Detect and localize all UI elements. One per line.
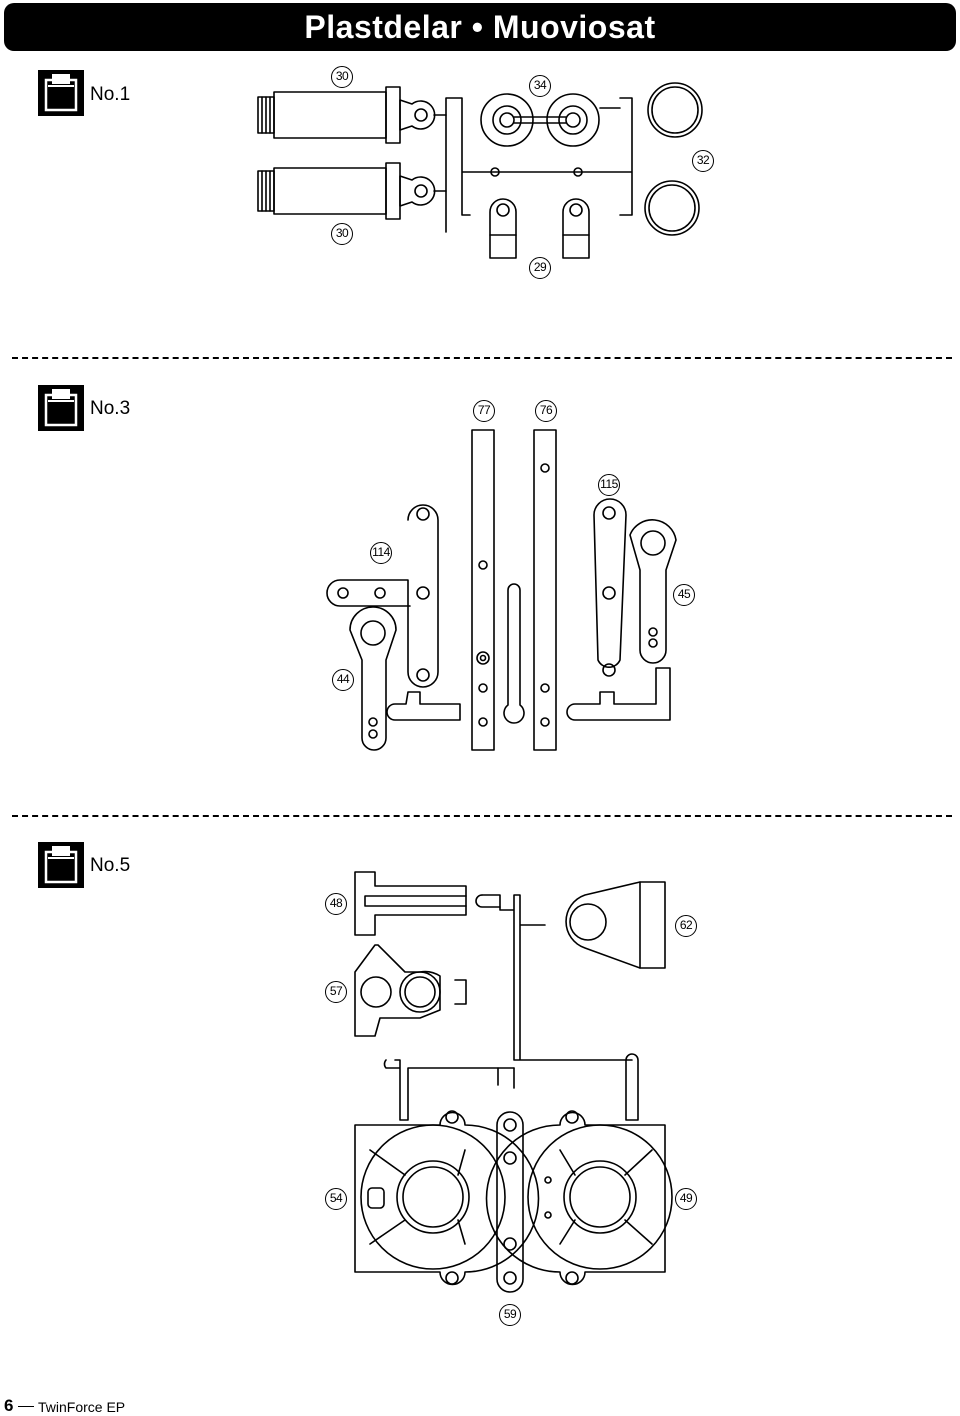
part-number-48: 48	[325, 893, 347, 915]
motor-mount-49	[485, 1110, 673, 1286]
part-number-77: 77	[473, 400, 495, 422]
arm-44	[349, 606, 397, 751]
part-number-54: 54	[325, 1188, 347, 1210]
part-59	[496, 1111, 524, 1293]
sprue-no5	[383, 894, 639, 1121]
part-number-57: 57	[325, 981, 347, 1003]
parts-bag-icon	[38, 70, 84, 116]
shock-body-bottom	[257, 162, 447, 220]
part-number-115: 115	[598, 474, 620, 496]
part-number-44: 44	[332, 669, 354, 691]
bag-label-5: No.5	[90, 855, 131, 876]
part-number-45: 45	[673, 584, 695, 606]
sprue-no1	[445, 97, 633, 233]
title-bar: Plastdelar • Muoviosat	[4, 3, 956, 51]
shock-cap-pair	[480, 93, 600, 147]
part-number-49: 49	[675, 1188, 697, 1210]
page-number: 6	[4, 1396, 14, 1415]
part-number-32: 32	[692, 150, 714, 172]
arm-115	[593, 498, 627, 677]
part-57	[354, 944, 467, 1037]
ball-ends	[489, 198, 590, 259]
section-divider	[12, 815, 952, 817]
bag-label-1: No.1	[90, 84, 131, 105]
shock-body-top	[257, 86, 447, 144]
strip-76	[533, 429, 557, 751]
arm-45	[629, 519, 677, 664]
part-number-34: 34	[529, 75, 551, 97]
sprue-center	[503, 583, 525, 724]
part-number-30: 30	[331, 223, 353, 245]
part-number-62: 62	[675, 915, 697, 937]
motor-mount-54	[354, 1110, 540, 1286]
footer-rule	[18, 1406, 34, 1407]
bag-label-3: No.3	[90, 398, 131, 419]
part-48	[354, 871, 467, 936]
page-title: Plastdelar • Muoviosat	[304, 9, 656, 45]
o-rings	[644, 82, 703, 236]
part-62	[565, 881, 666, 969]
parts-bag-icon	[38, 842, 84, 888]
parts-bag-icon	[38, 385, 84, 431]
strip-77	[471, 429, 495, 751]
product-name: TwinForce EP	[38, 1399, 126, 1415]
sprue-left	[386, 691, 461, 721]
part-number-29: 29	[529, 257, 551, 279]
part-number-76: 76	[535, 400, 557, 422]
sprue-right	[566, 667, 671, 721]
arm-114	[326, 504, 439, 688]
part-number-59: 59	[499, 1304, 521, 1326]
part-number-114: 114	[370, 542, 392, 564]
part-number-30: 30	[331, 66, 353, 88]
section-divider	[12, 357, 952, 359]
